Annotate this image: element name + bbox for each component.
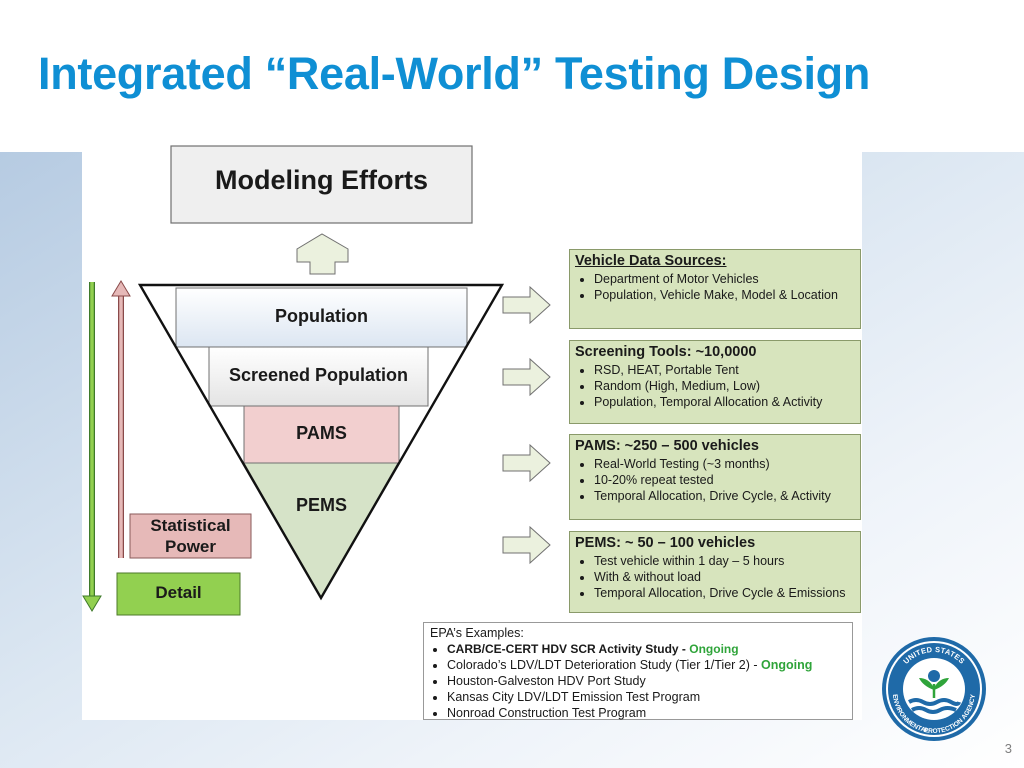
list-item: Colorado’s LDV/LDT Deterioration Study (… bbox=[447, 657, 846, 673]
page-number: 3 bbox=[1004, 741, 1012, 756]
pems-layer bbox=[243, 462, 399, 600]
population-layer bbox=[175, 287, 468, 348]
source-box-title: PEMS: ~ 50 – 100 vehicles bbox=[575, 535, 756, 551]
list-item: Population, Vehicle Make, Model & Locati… bbox=[594, 287, 855, 303]
right-arrow-4 bbox=[502, 525, 551, 565]
up-arrow bbox=[296, 233, 349, 275]
source-box-title: PAMS: ~250 – 500 vehicles bbox=[575, 438, 759, 454]
list-item: Random (High, Medium, Low) bbox=[594, 378, 855, 394]
pams-layer bbox=[243, 405, 400, 464]
list-item: Houston-Galveston HDV Port Study bbox=[447, 673, 846, 689]
statistical-power-label: Statistical Power bbox=[150, 516, 231, 556]
list-item: With & without load bbox=[594, 569, 855, 585]
detail-arrow bbox=[82, 595, 102, 612]
list-item: Population, Temporal Allocation & Activi… bbox=[594, 394, 855, 410]
right-arrow-1 bbox=[502, 285, 551, 325]
screened-population-layer bbox=[208, 346, 429, 407]
example-text: Kansas City LDV/LDT Emission Test Progra… bbox=[447, 690, 701, 704]
slide-title: Integrated “Real-World” Testing Design bbox=[38, 48, 871, 99]
status-badge: Ongoing bbox=[689, 642, 739, 656]
statistical-power-arrow bbox=[111, 280, 131, 297]
right-arrow-3 bbox=[502, 443, 551, 483]
vehicle-data-sources-box: Vehicle Data Sources: Department of Moto… bbox=[569, 249, 861, 329]
example-text: Colorado’s LDV/LDT Deterioration Study (… bbox=[447, 658, 762, 672]
list-item: Temporal Allocation, Drive Cycle, & Acti… bbox=[594, 488, 855, 504]
list-item: Kansas City LDV/LDT Emission Test Progra… bbox=[447, 689, 846, 705]
list-item: Test vehicle within 1 day – 5 hours bbox=[594, 553, 855, 569]
epa-logo: UNITED STATES ENVIRONMENTAL PROTECTION A… bbox=[882, 637, 986, 741]
detail-box bbox=[116, 572, 241, 616]
example-text: Houston-Galveston HDV Port Study bbox=[447, 674, 646, 688]
status-badge: Ongoing bbox=[761, 658, 813, 672]
detail-label: Detail bbox=[155, 583, 202, 602]
example-text: Nonroad Construction Test Program bbox=[447, 706, 647, 720]
list-item: CARB/CE-CERT HDV SCR Activity Study - On… bbox=[447, 641, 846, 657]
epa-examples-box: EPA’s Examples: CARB/CE-CERT HDV SCR Act… bbox=[423, 622, 853, 720]
modeling-efforts-box bbox=[170, 145, 473, 224]
example-text: CARB/CE-CERT HDV SCR Activity Study - bbox=[447, 642, 690, 656]
pams-details-box: PAMS: ~250 – 500 vehicles Real-World Tes… bbox=[569, 434, 861, 520]
pams-label: PAMS bbox=[296, 423, 347, 443]
examples-heading: EPA’s Examples: bbox=[430, 626, 524, 640]
right-arrow-2 bbox=[502, 357, 551, 397]
list-item: Nonroad Construction Test Program bbox=[447, 705, 846, 721]
list-item: Real-World Testing (~3 months) bbox=[594, 456, 855, 472]
screening-tools-box: Screening Tools: ~10,0000 RSD, HEAT, Por… bbox=[569, 340, 861, 424]
source-box-title: Screening Tools: ~10,0000 bbox=[575, 344, 757, 360]
modeling-efforts-label: Modeling Efforts bbox=[215, 165, 428, 195]
funnel-outline bbox=[137, 283, 505, 601]
source-box-title: Vehicle Data Sources: bbox=[575, 253, 727, 269]
list-item: Temporal Allocation, Drive Cycle & Emiss… bbox=[594, 585, 855, 601]
screened-population-label: Screened Population bbox=[228, 365, 409, 385]
list-item: Department of Motor Vehicles bbox=[594, 271, 855, 287]
list-item: 10-20% repeat tested bbox=[594, 472, 855, 488]
pems-details-box: PEMS: ~ 50 – 100 vehicles Test vehicle w… bbox=[569, 531, 861, 613]
pems-label: PEMS bbox=[295, 495, 347, 515]
statistical-power-box bbox=[129, 513, 252, 559]
population-label: Population bbox=[275, 306, 368, 326]
list-item: RSD, HEAT, Portable Tent bbox=[594, 362, 855, 378]
